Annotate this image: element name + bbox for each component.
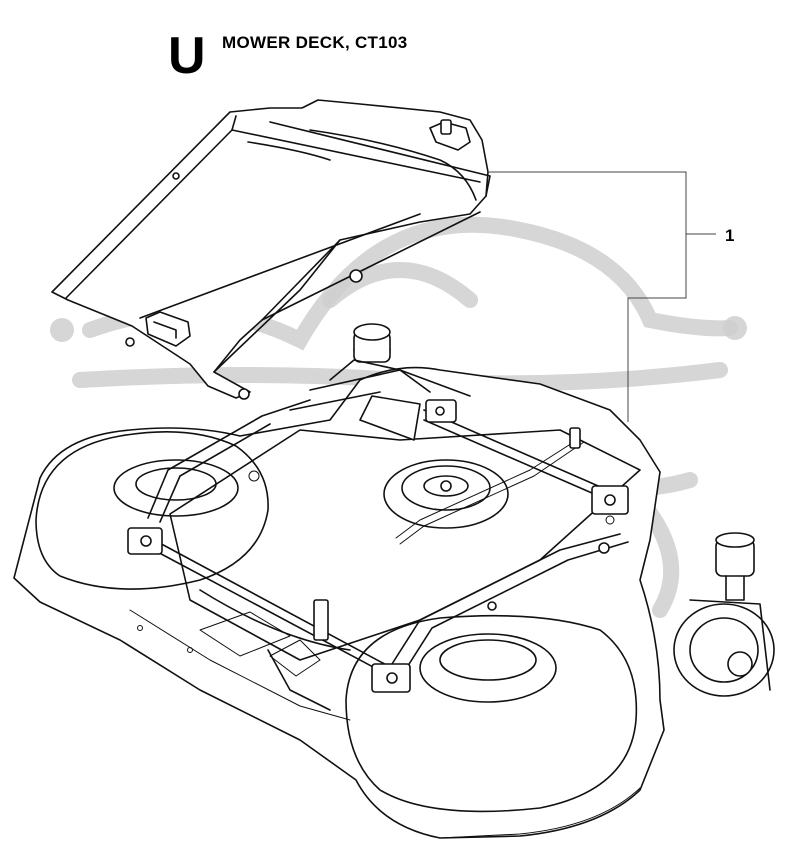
page-title: MOWER DECK, CT103 xyxy=(222,33,408,52)
lift-linkage xyxy=(127,369,629,693)
deck-lift-frame xyxy=(51,99,491,400)
callout-leader-1 xyxy=(488,171,716,422)
mower-deck-shell xyxy=(13,366,665,839)
section-letter: U xyxy=(168,27,206,85)
rear-pivot-and-caster xyxy=(329,323,775,697)
callout-number-1: 1 xyxy=(725,226,735,245)
